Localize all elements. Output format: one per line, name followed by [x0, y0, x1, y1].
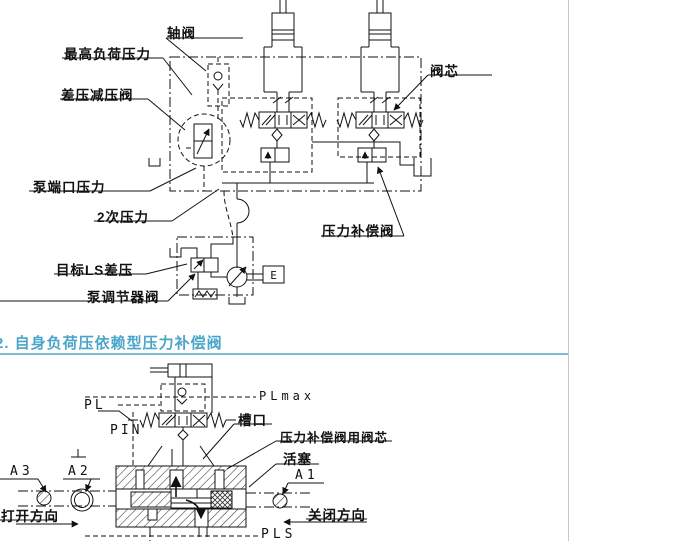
label-secondary-pressure: 2次压力	[97, 210, 150, 225]
label-valve-spool: 阀芯	[430, 64, 459, 79]
lower-leader-lines	[0, 423, 392, 537]
label-pin: PIN	[110, 423, 143, 438]
label-a3: A3	[10, 464, 34, 479]
port-circles	[18, 449, 312, 512]
page-right-border	[568, 0, 569, 541]
cylinder-valve-assembly	[239, 0, 327, 183]
label-a2: A2	[68, 464, 92, 479]
section-heading-text: 2. 自身负荷压依赖型压力补偿阀	[0, 335, 223, 352]
label-comp-valve-spool: 压力补偿阀用阀芯	[280, 431, 389, 445]
label-pl: PL	[84, 398, 106, 413]
pressure-reducing-valve-symbol	[148, 113, 231, 191]
section-heading-rule	[0, 353, 569, 355]
lower-pilot-section	[85, 363, 256, 467]
pump-symbol	[226, 265, 285, 305]
label-pressure-comp-valve: 压力补偿阀	[322, 224, 395, 239]
valve-cross-section	[115, 465, 247, 541]
cylinder-valve-assembly-right	[337, 0, 423, 183]
upper-schematic	[0, 0, 492, 305]
section-heading: 2. 自身负荷压依赖型压力补偿阀	[0, 332, 573, 353]
label-notch: 槽口	[238, 413, 267, 428]
label-close-direction: 关闭方向	[308, 508, 366, 523]
label-axis-valve: 轴阀	[167, 26, 196, 41]
label-pls: PLS	[261, 527, 297, 541]
label-open-direction: 打开方向	[1, 509, 59, 524]
label-target-ls-diff: 目标LS差压	[56, 263, 134, 278]
valve-block-boundary	[169, 56, 422, 192]
label-a1: A1	[295, 468, 319, 483]
shuttle-valve-symbol	[207, 57, 230, 120]
label-max-load-pressure: 最高负荷压力	[64, 47, 151, 62]
label-plmax: PLmax	[259, 389, 316, 403]
label-piston: 活塞	[283, 452, 312, 467]
label-pump-regulator-valve: 泵调节器阀	[87, 290, 160, 305]
label-engine: E	[270, 269, 277, 282]
lower-schematic	[0, 363, 392, 541]
label-pump-port-pressure: 泵端口压力	[33, 180, 106, 195]
label-diff-pressure-reducing-valve: 差压减压阀	[61, 88, 134, 103]
upper-leader-lines	[0, 37, 492, 302]
